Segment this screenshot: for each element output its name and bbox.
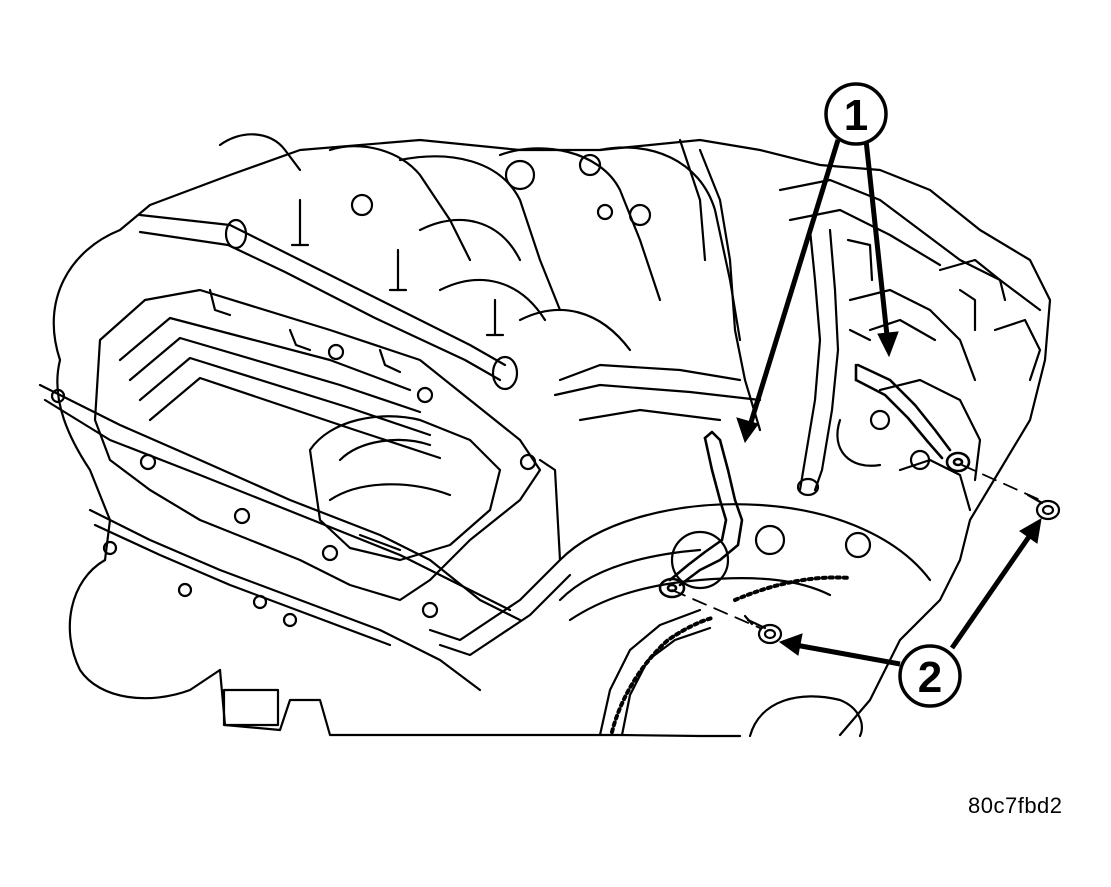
bolt-lower bbox=[743, 614, 783, 645]
ground-strap-right bbox=[854, 363, 971, 473]
ring-gear-teeth bbox=[610, 575, 852, 734]
intake-manifold bbox=[218, 133, 762, 432]
ground-strap-left bbox=[658, 430, 744, 599]
bolt-upper bbox=[1026, 493, 1061, 521]
fuel-rail bbox=[138, 198, 519, 391]
alignment-lines bbox=[671, 464, 1041, 629]
manifold-flange bbox=[38, 383, 572, 692]
figure-id: 80c7fbd2 bbox=[968, 793, 1063, 818]
callout-2-number: 2 bbox=[918, 653, 942, 702]
callout-1: 1 bbox=[824, 82, 888, 146]
right-cylinder-head bbox=[778, 178, 1042, 559]
callout-1-number: 1 bbox=[844, 91, 868, 140]
callout-2: 2 bbox=[898, 644, 962, 708]
engine-block bbox=[52, 138, 1052, 738]
valve-cover bbox=[93, 288, 542, 619]
leader-arrows bbox=[736, 139, 1042, 667]
flexplate bbox=[558, 503, 932, 737]
